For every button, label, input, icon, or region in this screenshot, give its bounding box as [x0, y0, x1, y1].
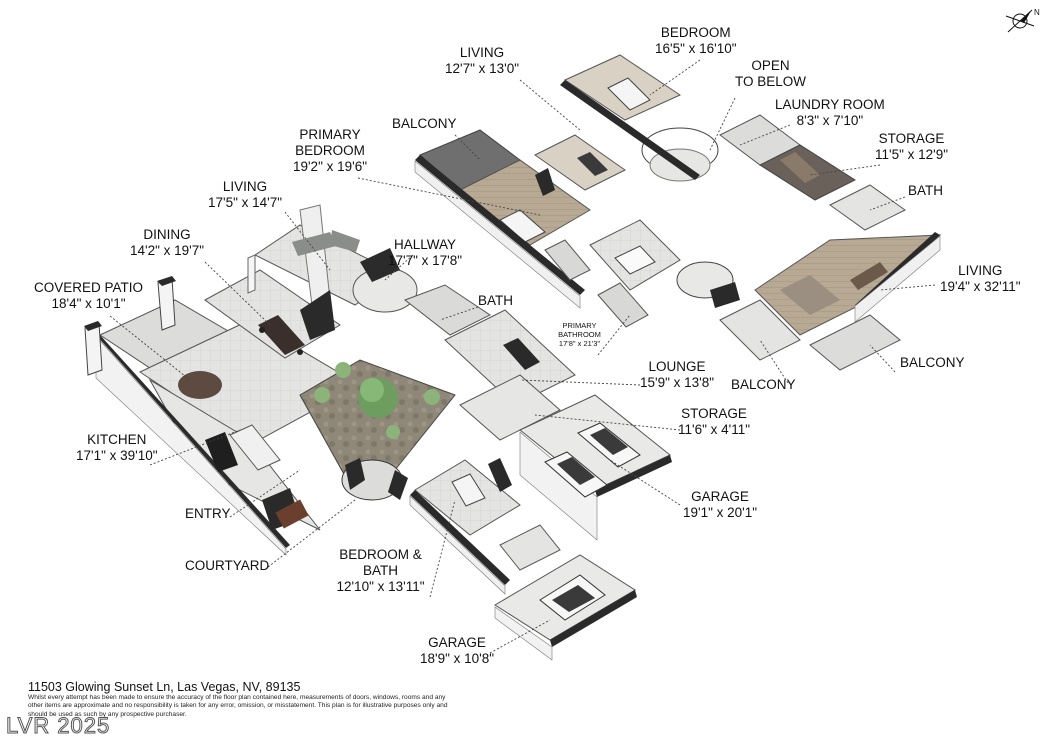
car [539, 574, 606, 621]
upper-living-sofa [577, 152, 608, 176]
courtyard-tree [360, 378, 384, 402]
rotunda-wall [388, 470, 408, 500]
rotunda-wall [345, 458, 365, 490]
bath-floor [403, 284, 491, 336]
storage-shelves [780, 152, 820, 183]
closet-shelves [597, 282, 649, 328]
sofa [292, 232, 336, 256]
sectional-sofa [780, 275, 840, 315]
main-wing [84, 204, 418, 556]
hall-corridor [459, 374, 561, 441]
pillar-top [157, 276, 176, 286]
plant [424, 389, 440, 405]
pillar [84, 322, 103, 376]
room-label-bath-upper: BATH [908, 183, 944, 198]
room-label-balcony-3: BALCONY [731, 377, 796, 392]
property-address: 11503 Glowing Sunset Ln, Las Vegas, NV, … [28, 680, 301, 694]
room-label-balcony-1: BALCONY [392, 116, 457, 131]
sofa [330, 230, 360, 252]
watermark: LVR 2025 [5, 713, 111, 739]
garage-wall [595, 455, 672, 497]
dining-floor [204, 269, 341, 359]
disclaimer-text: Whilst every attempt has been made to en… [28, 694, 448, 718]
bed [607, 77, 651, 111]
garage-main [519, 394, 672, 541]
center-wing [403, 284, 576, 595]
upper-right-block [676, 114, 942, 371]
fireplace [535, 168, 555, 196]
room-label-bath-main: BATH [478, 293, 514, 308]
bathtub [614, 245, 656, 275]
plant [386, 425, 400, 439]
compass-icon: N [1005, 8, 1040, 33]
wall-segment [247, 254, 256, 294]
living-right-floor [754, 234, 942, 336]
bedroom-bath-wall-face [409, 495, 506, 595]
upper-right-outer-wall-face [854, 235, 941, 323]
courtyard-area [299, 359, 456, 501]
closet-shelves [544, 239, 591, 281]
round-table [178, 371, 222, 399]
upper-left-outer-wall [415, 155, 585, 295]
plant [314, 387, 330, 403]
car [544, 451, 608, 498]
pillar-top [84, 321, 102, 331]
garage-wall-face [494, 606, 553, 661]
upper-living-floor [534, 134, 626, 191]
upper-top-wall [560, 80, 700, 180]
bed [451, 473, 486, 507]
small-bath-floor [499, 524, 561, 571]
bedroom-cabinet [488, 458, 512, 492]
wall-dark-corner [300, 290, 335, 340]
plant [335, 362, 351, 378]
room-label-balcony-2: BALCONY [900, 355, 965, 370]
compass-north-label: N [1034, 8, 1040, 17]
west-wall [96, 335, 290, 548]
garage-small [494, 554, 637, 661]
leader-lines [109, 59, 936, 654]
room-label-courtyard: COURTYARD [185, 558, 270, 573]
car [577, 422, 641, 468]
room-label-entry: ENTRY [185, 506, 231, 521]
rotunda-wall [360, 248, 400, 282]
balcony-mid-floor [719, 299, 801, 361]
bath-upper-floor [829, 184, 906, 231]
dining-table [258, 315, 305, 355]
balcony-right-floor [809, 314, 901, 371]
courtyard-floor [299, 359, 456, 486]
garage-wall [550, 590, 637, 647]
kitchen-counter [275, 499, 309, 529]
rotunda-wall [710, 282, 740, 308]
bedroom-bath-wall [410, 490, 510, 585]
lounge-sofa [503, 338, 540, 370]
kitchen-cabinet [205, 432, 238, 472]
upper-top-block [560, 54, 719, 182]
kitchen-island [229, 424, 281, 471]
tv-console [850, 262, 888, 290]
